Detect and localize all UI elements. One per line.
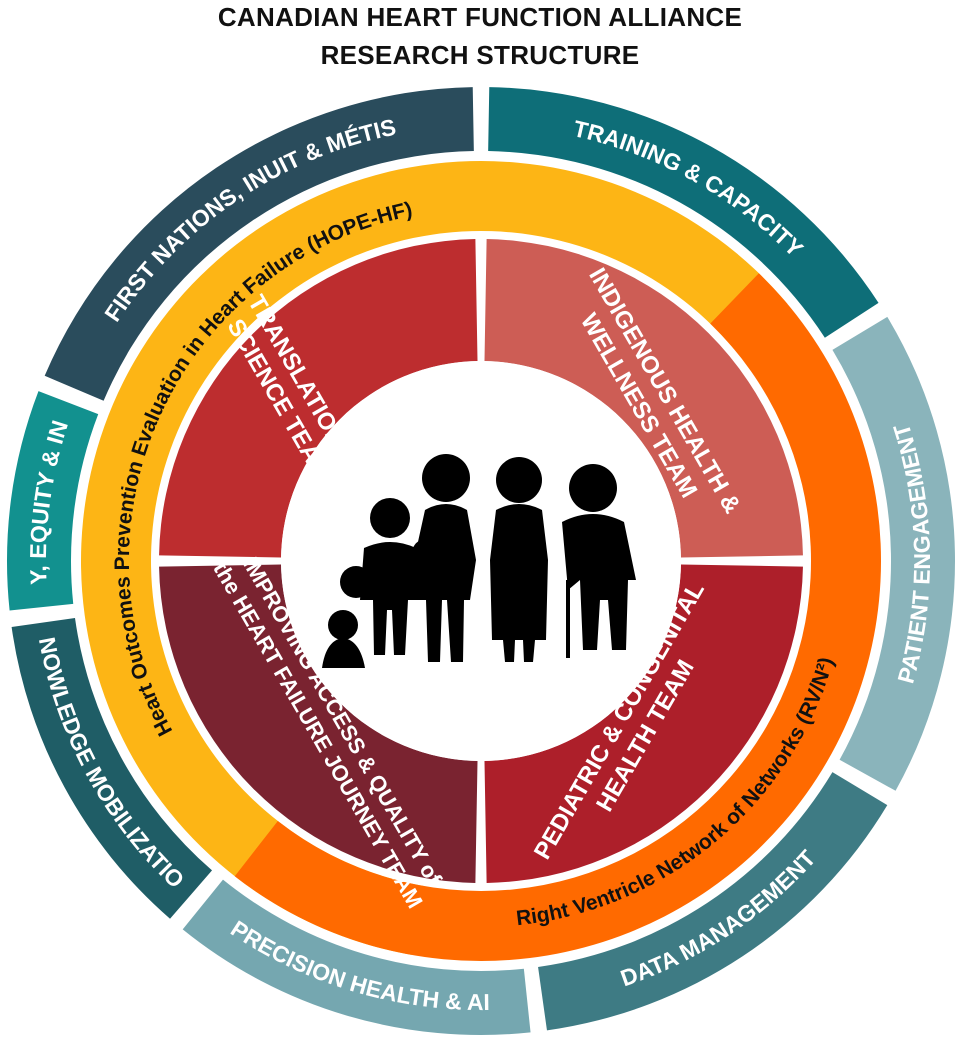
outer-segment-patient-engagement xyxy=(832,316,955,791)
team-quadrant-2 xyxy=(484,239,803,558)
rv-network-ring-segment xyxy=(234,273,881,961)
outer-segment-diversity-equity-inclusion xyxy=(7,391,99,611)
team-quadrant-1 xyxy=(159,239,478,558)
outer-segment-data-management xyxy=(538,772,888,1031)
title-line-2: RESEARCH STRUCTURE xyxy=(320,40,640,70)
team-quadrant-4 xyxy=(159,564,478,883)
outer-segment-precision-health-ai xyxy=(182,879,531,1035)
outer-segment-first-nations-inuit-m-tis xyxy=(44,87,474,401)
hope-hf-ring-segment xyxy=(80,160,788,955)
center-disc xyxy=(281,361,681,761)
title-line-1: CANADIAN HEART FUNCTION ALLIANCE xyxy=(217,2,743,32)
outer-segment-training-capacity xyxy=(488,87,879,338)
team-quadrant-3 xyxy=(484,564,803,883)
outer-segment-knowledge-mobilization xyxy=(11,618,213,919)
family-silhouettes-icon xyxy=(322,454,636,668)
